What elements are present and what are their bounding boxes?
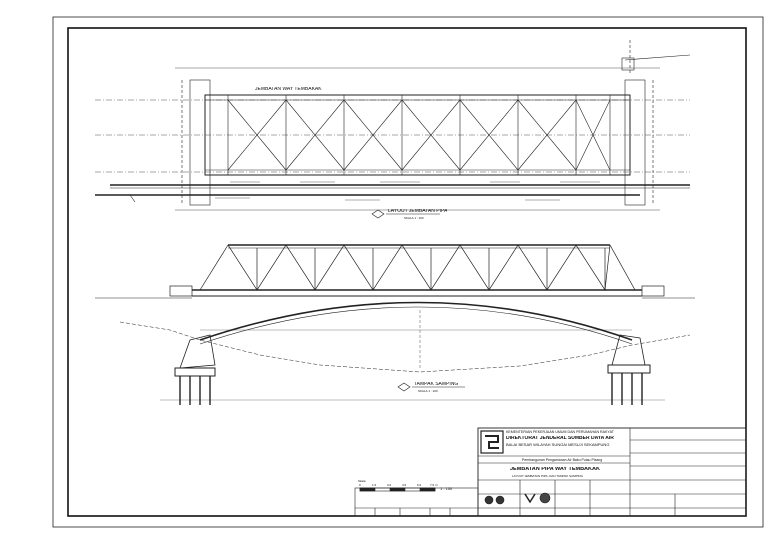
plan-view-title: LAYOUT JEMBATAN PIPA bbox=[388, 209, 448, 214]
scale-tick-2: 3.0 bbox=[387, 483, 392, 487]
title-block-frame bbox=[354, 427, 747, 517]
scale-ratio: 1 : 150 bbox=[440, 487, 453, 491]
drawing-subtitle: LAYOUT JEMBATAN PIPA, DAN TAMPAK SAMPING bbox=[512, 474, 583, 478]
drawing-title: JEMBATAN PIPA WAY TEMBAKAK bbox=[510, 467, 600, 472]
elevation-view-title: TAMPAK SAMPING bbox=[414, 382, 459, 387]
elevation-title-marker bbox=[397, 382, 465, 392]
elevation-view-scale: SKALA 1 : 100 bbox=[418, 389, 438, 393]
plan-view bbox=[95, 40, 691, 211]
scale-bar bbox=[359, 487, 436, 492]
plan-view-scale: SKALA 1 : 100 bbox=[404, 216, 424, 220]
drawing-frame bbox=[67, 27, 747, 517]
plan-title-marker bbox=[371, 209, 440, 219]
scale-tick-1: 1.5 bbox=[372, 483, 377, 487]
outer-border bbox=[52, 16, 764, 528]
project-name: Pembangunan Pengamanan Air Baku Pulau Pi… bbox=[522, 458, 603, 462]
directorate-name: DIREKTORAT JENDERAL SUMBER DAYA AIR bbox=[506, 436, 614, 441]
scale-bar-label: Skala bbox=[358, 479, 366, 483]
scale-tick-4: 6.0 bbox=[417, 483, 422, 487]
balai-name: BALAI BESAR WILAYAH SUNGAI MESUJI SEKAMP… bbox=[506, 443, 610, 447]
ministry-name: KEMENTERIAN PEKERJAAN UMUM DAN PERUMAHAN… bbox=[506, 430, 614, 434]
scale-tick-3: 4.5 bbox=[402, 483, 407, 487]
elevation-view bbox=[95, 244, 695, 405]
plan-annotations bbox=[215, 181, 600, 201]
plan-bridge-label: JEMBATAN WAY TEMBAKAK bbox=[255, 87, 322, 92]
scale-tick-5: 7.5 m bbox=[430, 483, 438, 487]
scale-tick-0: 0 bbox=[359, 483, 361, 487]
